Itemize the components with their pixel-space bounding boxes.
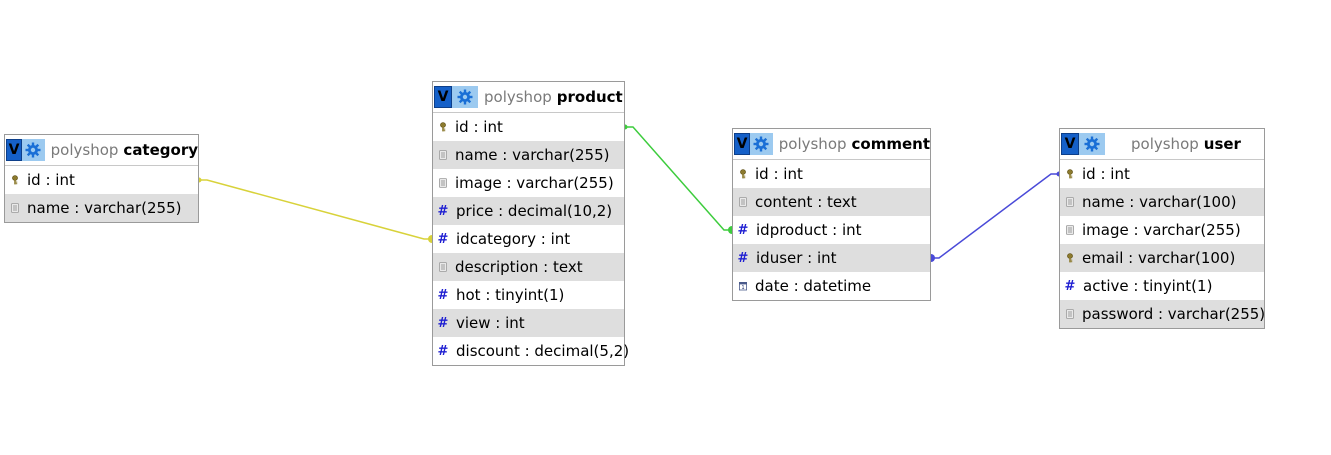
svg-text:1: 1 xyxy=(741,285,744,291)
column-row[interactable]: name : varchar(100) xyxy=(1060,188,1264,216)
key-icon xyxy=(1066,168,1074,180)
column-label: iduser : int xyxy=(756,249,837,267)
column-label: price : decimal(10,2) xyxy=(456,202,613,220)
key-icon xyxy=(11,174,19,186)
column-label: name : varchar(255) xyxy=(455,146,610,164)
text-type-icon xyxy=(739,196,747,208)
column-label: image : varchar(255) xyxy=(1082,221,1241,239)
column-row[interactable]: image : varchar(255) xyxy=(433,169,624,197)
column-label: discount : decimal(5,2) xyxy=(456,342,630,360)
column-row[interactable]: # idcategory : int xyxy=(433,225,624,253)
number-type-icon: # xyxy=(437,343,449,359)
gear-icon[interactable] xyxy=(452,86,478,108)
table-name: product xyxy=(556,88,623,106)
column-label: image : varchar(255) xyxy=(455,174,614,192)
column-label: email : varchar(100) xyxy=(1082,249,1236,267)
column-row[interactable]: id : int xyxy=(433,113,624,141)
number-type-icon: # xyxy=(737,250,749,266)
table-name: comment xyxy=(851,135,930,153)
column-label: hot : tinyint(1) xyxy=(456,286,565,304)
toggle-columns-button[interactable]: V xyxy=(1061,133,1079,155)
number-type-icon: # xyxy=(437,203,449,219)
column-label: date : datetime xyxy=(755,277,872,295)
column-row[interactable]: description : text xyxy=(433,253,624,281)
text-type-icon xyxy=(1066,196,1074,208)
column-label: view : int xyxy=(456,314,525,332)
column-row[interactable]: # active : tinyint(1) xyxy=(1060,272,1264,300)
column-label: id : int xyxy=(455,118,503,136)
text-type-icon xyxy=(1066,224,1074,236)
schema-name: polyshop xyxy=(50,141,119,159)
column-row[interactable]: id : int xyxy=(5,166,198,194)
gear-icon[interactable] xyxy=(21,139,45,161)
gear-icon[interactable] xyxy=(750,133,773,155)
number-type-icon: # xyxy=(437,315,449,331)
column-row[interactable]: 1 date : datetime xyxy=(733,272,930,300)
toggle-columns-button[interactable]: V xyxy=(6,139,22,161)
column-row[interactable]: id : int xyxy=(733,160,930,188)
column-label: description : text xyxy=(455,258,583,276)
gear-icon[interactable] xyxy=(1079,133,1105,155)
column-label: id : int xyxy=(755,165,803,183)
column-row[interactable]: content : text xyxy=(733,188,930,216)
text-type-icon xyxy=(439,261,447,273)
relation-line xyxy=(625,126,732,231)
column-row[interactable]: # price : decimal(10,2) xyxy=(433,197,624,225)
toggle-columns-button[interactable]: V xyxy=(734,133,750,155)
column-label: idproduct : int xyxy=(756,221,862,239)
column-label: idcategory : int xyxy=(456,230,571,248)
number-type-icon: # xyxy=(437,287,449,303)
relation-line xyxy=(199,179,432,240)
column-label: id : int xyxy=(27,171,75,189)
text-type-icon xyxy=(439,177,447,189)
key-icon xyxy=(1066,252,1074,264)
schema-name: polyshop xyxy=(484,88,552,106)
column-row[interactable]: # idproduct : int xyxy=(733,216,930,244)
column-row[interactable]: id : int xyxy=(1060,160,1264,188)
schema-name: polyshop xyxy=(778,135,847,153)
column-row[interactable]: image : varchar(255) xyxy=(1060,216,1264,244)
number-type-icon: # xyxy=(1064,278,1076,294)
key-icon xyxy=(739,168,747,180)
relation-line xyxy=(931,173,1059,259)
text-type-icon xyxy=(439,149,447,161)
column-row[interactable]: # hot : tinyint(1) xyxy=(433,281,624,309)
column-row[interactable]: name : varchar(255) xyxy=(433,141,624,169)
column-label: password : varchar(255) xyxy=(1082,305,1266,323)
text-type-icon xyxy=(11,202,19,214)
number-type-icon: # xyxy=(437,231,449,247)
column-label: id : int xyxy=(1082,165,1130,183)
column-label: content : text xyxy=(755,193,857,211)
column-label: name : varchar(255) xyxy=(27,199,182,217)
calendar-icon: 1 xyxy=(739,280,747,292)
number-type-icon: # xyxy=(737,222,749,238)
column-row[interactable]: # view : int xyxy=(433,309,624,337)
toggle-columns-button[interactable]: V xyxy=(434,86,452,108)
table-name: category xyxy=(123,141,198,159)
column-row[interactable]: password : varchar(255) xyxy=(1060,300,1266,328)
text-type-icon xyxy=(1066,308,1074,320)
column-row[interactable]: email : varchar(100) xyxy=(1060,244,1264,272)
table-name: user xyxy=(1203,135,1241,153)
schema-name: polyshop xyxy=(1131,135,1199,153)
column-row[interactable]: # iduser : int xyxy=(733,244,930,272)
column-label: name : varchar(100) xyxy=(1082,193,1237,211)
key-icon xyxy=(439,121,447,133)
column-row[interactable]: # discount : decimal(5,2) xyxy=(433,337,630,365)
column-row[interactable]: name : varchar(255) xyxy=(5,194,198,222)
column-label: active : tinyint(1) xyxy=(1083,277,1213,295)
